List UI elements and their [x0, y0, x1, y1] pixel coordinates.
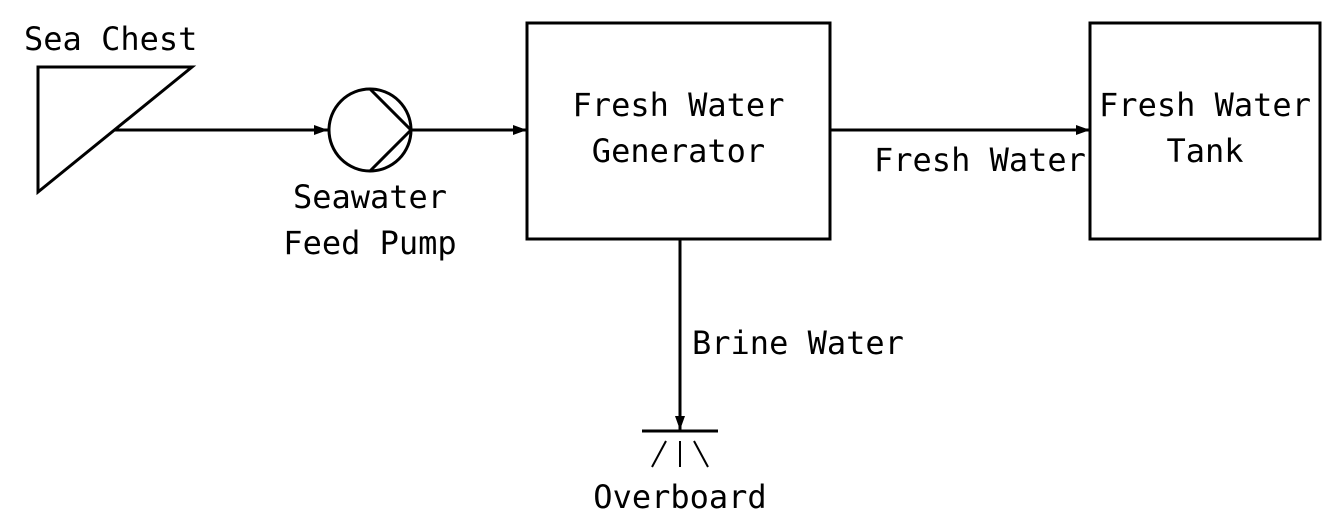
sea-chest-label: Sea Chest — [24, 16, 197, 62]
fresh-water-flow-label: Fresh Water — [874, 137, 1086, 183]
pump-label-line1: Seawater — [270, 174, 470, 220]
brine-water-flow-label: Brine Water — [692, 320, 904, 366]
generator-label-line1: Fresh Water — [527, 82, 830, 128]
pump-symbol — [329, 89, 411, 171]
tank-label-line1: Fresh Water — [1090, 82, 1320, 128]
pump-label-line2: Feed Pump — [270, 220, 470, 266]
generator-label-line2: Generator — [527, 128, 830, 174]
overboard-label: Overboard — [580, 474, 780, 520]
tank-label-line2: Tank — [1090, 128, 1320, 174]
overboard-symbol — [642, 431, 718, 467]
